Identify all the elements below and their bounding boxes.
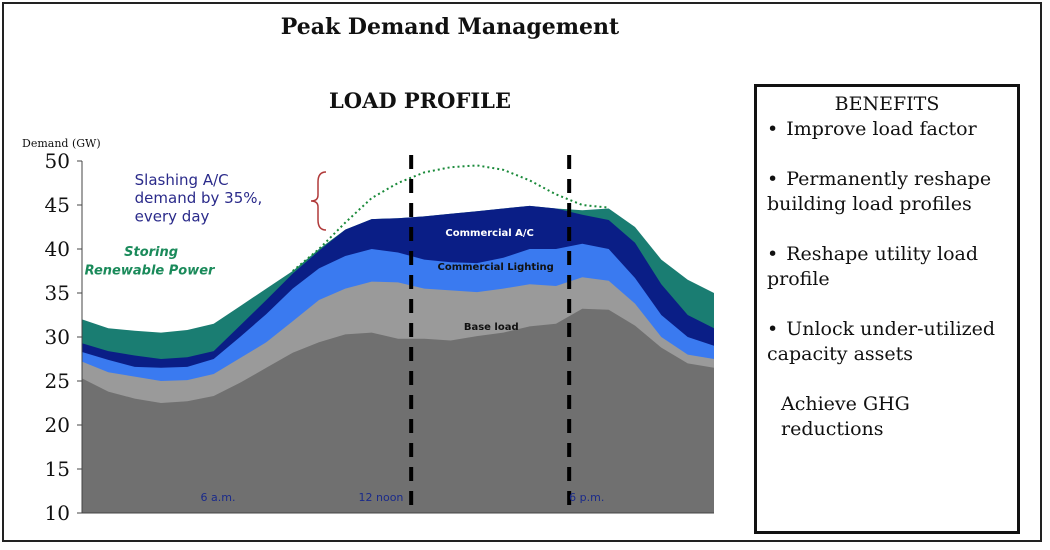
annotation-label: Renewable Power xyxy=(85,264,216,279)
benefits-panel: BENEFITS •Improve load factor•Permanentl… xyxy=(754,84,1020,534)
annotation-label: demand by 35%, xyxy=(135,189,263,207)
benefit-text: Unlock under-utilized capacity assets xyxy=(767,318,996,365)
annotation-brace xyxy=(310,171,327,231)
benefit-text: Permanently reshape building load profil… xyxy=(767,168,992,215)
y-axis-label: Demand (GW) xyxy=(22,137,101,150)
chart-title: LOAD PROFILE xyxy=(329,88,511,113)
x-time-label: 6 a.m. xyxy=(201,491,236,504)
annotation-label: Commercial A/C xyxy=(445,228,534,239)
bullet-icon: • xyxy=(767,118,779,140)
benefit-text: Improve load factor xyxy=(786,118,977,140)
annotation-label: Base load xyxy=(464,322,519,333)
original-peak-line xyxy=(292,164,609,272)
bullet-icon: • xyxy=(767,168,779,190)
y-tick-label: 35 xyxy=(45,281,70,305)
base-area xyxy=(82,308,714,513)
y-tick-label: 10 xyxy=(45,501,70,525)
benefit-item: •Permanently reshape building load profi… xyxy=(767,167,1007,217)
benefits-list: •Improve load factor•Permanently reshape… xyxy=(767,117,1007,442)
bullet-icon: • xyxy=(767,243,779,265)
y-tick-label: 20 xyxy=(45,413,70,437)
benefit-item: Achieve GHG reductions xyxy=(767,392,1007,442)
annotation-label: every day xyxy=(135,208,210,226)
annotation-label: Commercial Lighting xyxy=(438,262,554,273)
benefit-item: •Reshape utility load profile xyxy=(767,242,1007,292)
y-tick-label: 15 xyxy=(45,457,70,481)
benefit-text: Reshape utility load profile xyxy=(767,243,979,290)
y-tick-label: 25 xyxy=(45,369,70,393)
page-title: Peak Demand Management xyxy=(280,14,620,40)
x-time-label: 12 noon xyxy=(359,491,404,504)
benefits-title: BENEFITS xyxy=(834,93,940,115)
benefit-item: •Unlock under-utilized capacity assets xyxy=(767,317,1007,367)
x-time-label: 6 p.m. xyxy=(569,491,604,504)
benefit-item: • Improve load factor xyxy=(767,117,1007,142)
y-tick-label: 45 xyxy=(45,193,70,217)
bullet-icon: • xyxy=(767,318,779,340)
y-tick-label: 50 xyxy=(45,149,70,173)
annotation-label: Storing xyxy=(124,245,178,260)
y-tick-label: 30 xyxy=(45,325,70,349)
chart-layers xyxy=(82,205,714,513)
benefit-text: Achieve GHG reductions xyxy=(781,393,910,440)
y-tick-label: 40 xyxy=(45,237,70,261)
annotation-label: Slashing A/C xyxy=(135,171,229,189)
